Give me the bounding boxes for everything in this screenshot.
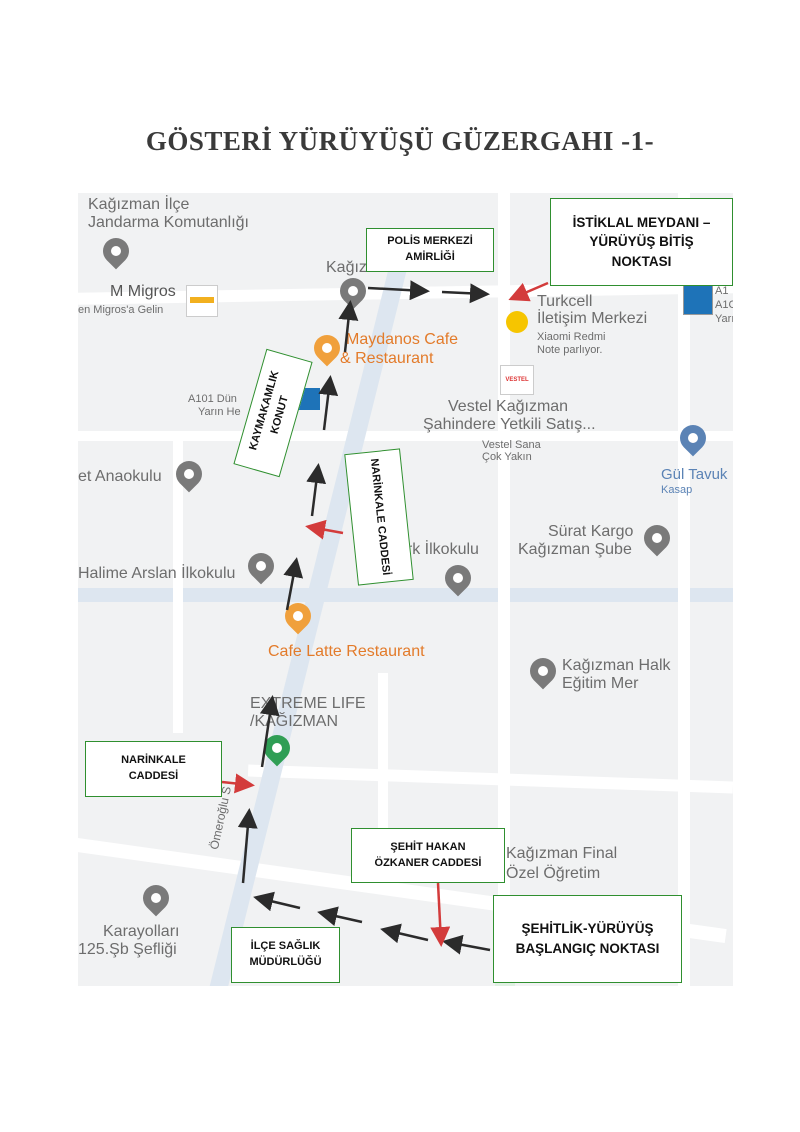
poi-label: Note parlıyor. xyxy=(537,344,603,356)
route-arrow xyxy=(380,923,429,944)
poi-label: Yarı xyxy=(715,313,733,325)
road xyxy=(78,431,733,441)
poi-label: Kağızman Final xyxy=(506,845,618,862)
poi-label: A1 xyxy=(715,285,729,297)
hakan-ozkaner-street-box: ŞEHİT HAKAN ÖZKANER CADDESİ xyxy=(351,828,505,883)
route-arrow xyxy=(338,300,359,353)
poi-label: Vestel Sana xyxy=(482,439,541,451)
poi-label: Kağızman İlçe xyxy=(88,196,190,213)
poi-label: et Anaokulu xyxy=(78,468,162,485)
route-arrow xyxy=(442,934,491,955)
route-arrow xyxy=(253,891,301,912)
poi-label: Karayolları xyxy=(103,923,180,940)
poi-label: Turkcell xyxy=(537,293,593,310)
start-point-box: ŞEHİTLİK-YÜRÜYÜŞ BAŞLANGIÇ NOKTASI xyxy=(493,895,682,983)
route-arrow xyxy=(259,695,280,768)
poi-label: & Restaurant xyxy=(340,350,434,367)
turkcell-logo-icon xyxy=(506,311,528,333)
poi-label: Kağızman Şube xyxy=(518,541,632,558)
route-arrow xyxy=(237,808,258,884)
route-arrow xyxy=(441,283,490,304)
route-arrow xyxy=(317,906,363,927)
poi-label: Kasap xyxy=(661,484,693,496)
route-map: VESTEL Kağızman İlçe Jandarma Komutanlığ… xyxy=(78,193,733,986)
vestel-logo-icon: VESTEL xyxy=(500,365,534,395)
poi-label: Eğitim Mer xyxy=(562,675,639,692)
poi-label: /KAĞIZMAN xyxy=(250,713,339,730)
pointer-arrow xyxy=(305,519,344,540)
finish-point-box: İSTİKLAL MEYDANI – YÜRÜYÜŞ BİTİŞ NOKTASI xyxy=(550,198,733,286)
route-arrow xyxy=(318,375,339,431)
poi-label: Şahindere Yetkili Satış... xyxy=(423,416,596,433)
page-title: GÖSTERİ YÜRÜYÜŞÜ GÜZERGAHI -1- xyxy=(145,126,655,156)
road xyxy=(78,588,733,602)
narinkale-street-box: NARİNKALE CADDESİ xyxy=(85,741,222,797)
route-arrow xyxy=(367,280,430,301)
pointer-arrow xyxy=(508,281,549,302)
police-station-box: POLİS MERKEZİ AMİRLİĞİ xyxy=(366,228,494,272)
pointer-arrow xyxy=(430,882,451,947)
poi-label: Özel Öğretim xyxy=(506,865,601,882)
poi-label: Gül Tavuk xyxy=(661,466,728,483)
migros-logo-icon xyxy=(186,285,218,317)
poi-label: İletişim Merkezi xyxy=(537,310,648,327)
poi-label: 125.Şb Şefliği xyxy=(78,941,177,958)
health-directorate-box: İLÇE SAĞLIK MÜDÜRLÜĞÜ xyxy=(231,927,340,983)
poi-label: Kağız xyxy=(326,259,367,276)
poi-label: en Migros'a Gelin xyxy=(78,304,164,316)
poi-label: Sürat Kargo xyxy=(548,523,634,540)
road xyxy=(678,193,690,986)
poi-label: Kağızman Halk xyxy=(562,657,671,674)
poi-label: Çok Yakın xyxy=(482,451,532,463)
road xyxy=(378,673,388,873)
poi-label: Cafe Latte Restaurant xyxy=(268,643,425,660)
poi-label: Yarın He xyxy=(198,406,241,418)
poi-label: A101 Dün xyxy=(188,393,237,405)
road xyxy=(173,433,183,733)
poi-label: Xiaomi Redmi xyxy=(537,331,606,343)
poi-label: Vestel Kağızman xyxy=(448,398,569,415)
poi-label: ürk İlkokulu xyxy=(398,541,479,558)
poi-label: M Migros xyxy=(110,283,176,300)
poi-label: Halime Arslan İlkokulu xyxy=(78,565,236,582)
poi-label: Maydanos Cafe xyxy=(346,331,459,348)
poi-label: Jandarma Komutanlığı xyxy=(88,214,249,231)
route-arrow xyxy=(306,463,327,517)
pointer-arrow xyxy=(221,773,255,794)
poi-label: A1C xyxy=(715,299,733,311)
route-arrow xyxy=(283,557,304,611)
